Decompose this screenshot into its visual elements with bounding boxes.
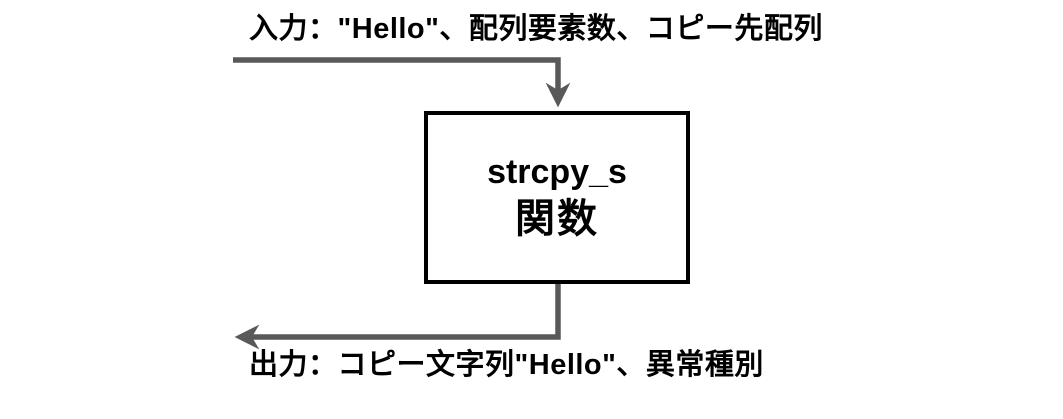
output-label: 出力：コピー文字列"Hello"、異常種別	[249, 349, 764, 381]
function-name: strcpy_s	[487, 152, 627, 191]
input-label: 入力："Hello"、配列要素数、コピー先配列	[249, 13, 823, 45]
output-arrow	[234, 284, 561, 350]
function-kanji-label: 関数	[515, 197, 599, 242]
input-arrow	[233, 57, 571, 108]
function-box: strcpy_s 関数	[424, 111, 690, 284]
